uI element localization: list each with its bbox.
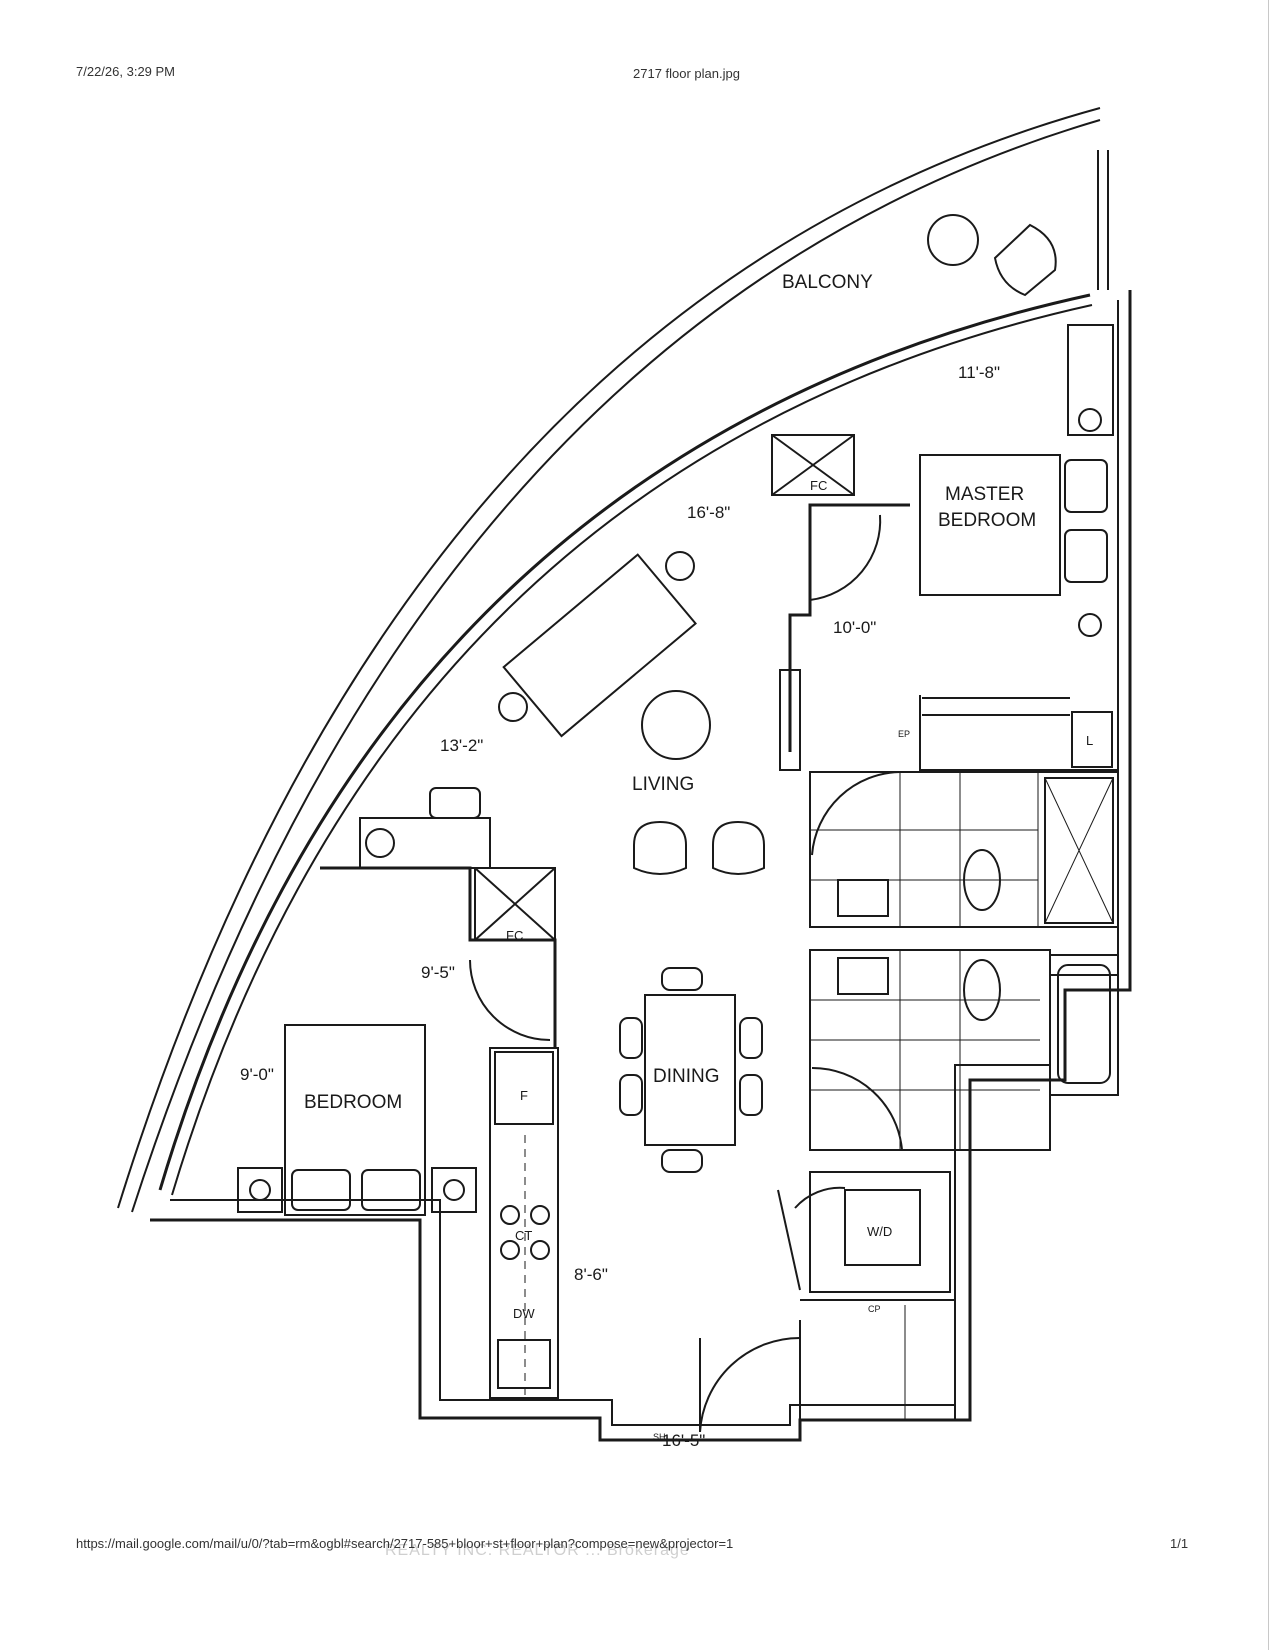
print-url: https://mail.google.com/mail/u/0/?tab=rm… — [76, 1536, 734, 1551]
bath-2-toilet — [963, 959, 1001, 1021]
label-ep: EP — [898, 729, 910, 739]
bedroom-outlet — [249, 1179, 271, 1201]
bedroom-outlet-2 — [443, 1179, 465, 1201]
tv-unit — [779, 669, 801, 771]
bedroom-nightstand-2 — [431, 1167, 477, 1213]
bedroom-fc-shaft — [474, 867, 556, 941]
balcony-table — [927, 214, 979, 266]
linen-closet — [1071, 711, 1113, 768]
balcony-chair — [993, 223, 1057, 297]
master-outlet — [1078, 408, 1102, 432]
sofa — [502, 553, 697, 738]
label-linen: L — [1086, 733, 1093, 748]
master-bedroom-wall — [788, 503, 910, 752]
washer-dryer — [844, 1189, 921, 1266]
dimension-kitchen-length: 8'-6" — [574, 1265, 608, 1284]
ensuite-tile-grid — [810, 772, 1039, 927]
bath-2 — [809, 949, 1051, 1151]
label-fridge: F — [520, 1088, 528, 1103]
laundry-door — [777, 1189, 801, 1291]
desk-chair — [429, 787, 481, 819]
bath-2-vanity — [837, 957, 889, 995]
balcony-outer-curve — [117, 107, 1101, 1209]
master-nightstand — [1067, 324, 1114, 436]
dimension-balcony-width: 11'-8" — [958, 363, 1000, 382]
entry-door-swing — [699, 1336, 801, 1433]
armchair-2 — [712, 820, 765, 875]
label-dishwasher: DW — [513, 1306, 535, 1321]
bedroom-pillow — [291, 1169, 351, 1211]
balcony-outer-curve-inner — [131, 119, 1101, 1213]
label-sh: SH — [653, 1432, 666, 1442]
entry-closet — [799, 1299, 956, 1421]
page-edge-divider — [1268, 0, 1269, 1650]
laundry-closet — [809, 1171, 951, 1293]
bath-2-tile-grid — [810, 950, 1040, 1150]
print-file-title: 2717 floor plan.jpg — [633, 66, 740, 81]
dimension-bedroom-width: 9'-5" — [421, 963, 455, 982]
dining-table — [644, 994, 736, 1146]
fc-shaft — [771, 434, 855, 496]
laundry-door-swing — [794, 1186, 846, 1209]
bath-2-door-swing — [811, 1066, 903, 1151]
bedroom-bed — [284, 1024, 426, 1216]
label-fc-2: FC — [506, 928, 523, 943]
master-pillow-2 — [1064, 529, 1108, 583]
ensuite-vanity — [837, 879, 889, 917]
window-wall-curve-inner — [171, 304, 1093, 1196]
bedroom-pillow-2 — [361, 1169, 421, 1211]
dimension-living-depth: 13'-2" — [440, 736, 483, 755]
room-label-master-2: BEDROOM — [938, 510, 1036, 531]
master-closet-wall — [919, 695, 1118, 771]
coffee-table — [641, 690, 711, 760]
master-outlet-2 — [1078, 613, 1102, 637]
label-fc: FC — [810, 478, 827, 493]
label-cooktop: CT — [515, 1228, 532, 1243]
room-label-balcony: BALCONY — [782, 272, 873, 293]
room-label-dining: DINING — [653, 1066, 720, 1087]
watermark: REALTY INC. REALTOR ... Brokerage — [385, 1542, 690, 1559]
ensuite-door-swing — [811, 771, 901, 856]
room-label-washer-dryer: W/D — [867, 1224, 892, 1239]
label-cp: CP — [868, 1304, 881, 1314]
kitchen-counter — [489, 1047, 559, 1399]
window-wall-curve — [158, 293, 1091, 1191]
print-page-number: 1/1 — [1170, 1536, 1189, 1551]
room-label-bedroom: BEDROOM — [304, 1092, 402, 1113]
kitchen-sink — [497, 1339, 551, 1389]
dimension-entry-width: 16'-5" — [662, 1431, 705, 1450]
ensuite-1 — [809, 771, 1119, 928]
master-pillow — [1064, 459, 1108, 513]
bedroom-door-swing — [469, 959, 551, 1041]
living-lamp — [665, 551, 695, 581]
print-timestamp: 7/22/26, 3:29 PM — [76, 64, 176, 79]
room-label-living: LIVING — [632, 774, 694, 795]
fridge — [494, 1051, 554, 1125]
dimension-bedroom-depth: 9'-0" — [240, 1065, 274, 1084]
bedroom-wall — [320, 866, 557, 1048]
dimension-master-width: 10'-0" — [833, 618, 876, 637]
master-door-swing — [809, 514, 882, 601]
living-lamp-2 — [498, 692, 528, 722]
bedroom-nightstand — [237, 1167, 283, 1213]
cooktop-burner — [500, 1205, 520, 1225]
bath-2-tub — [1049, 954, 1119, 1096]
desk-fan — [365, 828, 395, 858]
ensuite-toilet — [963, 849, 1001, 911]
armchair — [633, 820, 687, 875]
dimension-living-width: 16'-8" — [687, 503, 730, 522]
desk — [359, 817, 491, 869]
ensuite-shower — [1044, 777, 1114, 924]
master-bed — [919, 454, 1061, 596]
room-label-master-1: MASTER — [945, 484, 1024, 505]
